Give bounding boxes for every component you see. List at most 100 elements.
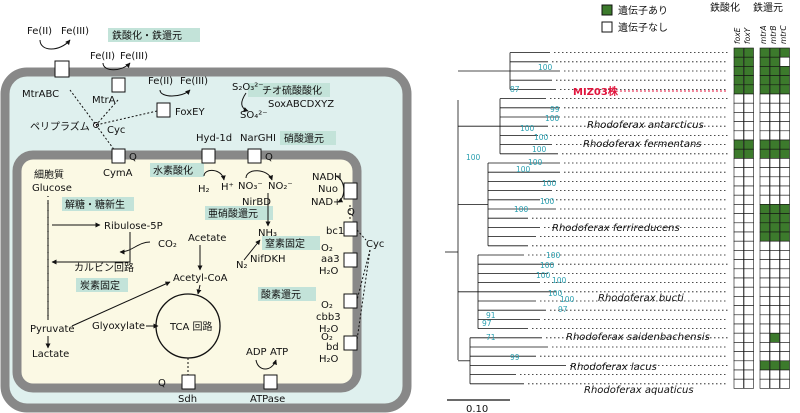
heat-cell <box>733 222 744 233</box>
heat-cell <box>759 130 770 141</box>
fe2-b: Fe(II) <box>90 51 115 62</box>
heat-cell <box>759 167 770 178</box>
heat-cell <box>743 323 754 334</box>
atpase-box <box>263 374 278 390</box>
gene-header-mtrB: mtrB <box>769 26 778 44</box>
heat-cell <box>759 47 770 58</box>
bootstrap-value: 100 <box>536 271 551 280</box>
heat-cell <box>743 47 754 58</box>
heat-cell <box>769 213 780 224</box>
heat-cell <box>779 158 790 168</box>
heat-cell <box>779 56 790 67</box>
heat-cell <box>733 130 744 141</box>
heat-cell <box>779 231 790 242</box>
heat-cell <box>779 369 790 380</box>
h2: H₂ <box>198 184 210 195</box>
heat-cell <box>759 112 770 122</box>
taxon-bucti: Rhodoferax bucti <box>598 293 684 304</box>
cyc-outer-label: Cyc <box>107 125 125 136</box>
nuo-box <box>343 182 358 200</box>
heat-cell <box>759 148 770 159</box>
heat-cell <box>759 369 770 380</box>
o2b: O₂ <box>321 300 333 311</box>
fe3-a: Fe(III) <box>61 26 89 37</box>
scale-label: 0.10 <box>466 404 488 413</box>
h2ob: H₂O <box>319 324 339 335</box>
heat-cell <box>769 204 780 214</box>
heat-cell <box>769 56 780 67</box>
label-hydrogen-ox: 水素酸化 <box>153 164 193 177</box>
taxon-ferrireducens: Rhodoferax ferrireducens <box>552 223 680 234</box>
heat-cell <box>759 84 770 95</box>
bootstrap-value: 100 <box>538 63 553 72</box>
heat-cell <box>759 314 770 325</box>
heat-cell <box>769 286 780 297</box>
label-iron-ox: 鉄酸化・鉄還元 <box>112 29 182 42</box>
heat-cell <box>769 305 780 316</box>
heat-cell <box>769 351 780 362</box>
heat-cell <box>769 342 780 352</box>
legend-absent: 遺伝子なし <box>618 21 668 34</box>
co2: CO₂ <box>158 239 177 250</box>
heat-cell <box>733 305 744 316</box>
heat-cell <box>759 323 770 334</box>
heat-cell <box>769 240 780 251</box>
bd-box <box>343 335 358 351</box>
cbb3-box <box>343 293 358 309</box>
heat-cell <box>779 167 790 178</box>
heat-cell <box>769 378 780 389</box>
sdh-box <box>181 374 196 390</box>
acetylcoa: Acetyl-CoA <box>173 273 228 284</box>
heat-cell <box>779 296 790 306</box>
bootstrap-value: 100 <box>560 295 575 304</box>
heat-cell <box>769 84 780 95</box>
heat-cell <box>743 240 754 251</box>
heat-cell <box>743 268 754 279</box>
cbb3: cbb3 <box>316 312 341 323</box>
h2oc: H₂O <box>319 354 339 365</box>
label-nitrite-red: 亜硝酸還元 <box>208 207 258 220</box>
heat-cell <box>759 222 770 233</box>
heat-cell <box>779 314 790 325</box>
adp: ADP <box>246 347 267 358</box>
heat-cell <box>759 277 770 288</box>
heat-cell <box>733 296 744 306</box>
heat-cell <box>733 102 744 113</box>
heat-cell <box>779 66 790 76</box>
heat-cell <box>759 75 770 86</box>
narghi-box <box>247 148 262 164</box>
heat-cell <box>779 378 790 389</box>
heat-cell <box>769 75 780 86</box>
heat-cell <box>769 231 780 242</box>
heat-cell <box>743 66 754 76</box>
heat-cell <box>779 148 790 159</box>
heat-cell <box>759 342 770 352</box>
narghi-label: NarGHI <box>240 133 276 144</box>
heat-cell <box>733 213 744 224</box>
heat-cell <box>759 56 770 67</box>
heat-cell <box>743 194 754 205</box>
heat-cell <box>743 121 754 132</box>
presence-heatmap <box>733 47 790 389</box>
mtrabc-label: MtrABC <box>22 89 59 100</box>
heat-cell <box>779 286 790 297</box>
bootstrap-value: 100 <box>540 261 555 270</box>
heat-cell <box>733 47 744 58</box>
heat-cell <box>733 204 744 214</box>
heat-cell <box>759 231 770 242</box>
heat-cell <box>769 250 780 260</box>
heat-cell <box>743 378 754 389</box>
nifdkh: NifDKH <box>250 254 286 265</box>
label-cytoplasm: 細胞質 <box>34 168 64 181</box>
heat-cell <box>733 342 744 352</box>
heat-cell <box>733 351 744 362</box>
taxon-antarcticus: Rhodoferax antarcticus <box>587 120 704 131</box>
heat-cell <box>759 194 770 205</box>
heat-cell <box>733 231 744 242</box>
bootstrap-value: 100 <box>528 158 543 167</box>
heat-cell <box>733 93 744 104</box>
heat-cell <box>733 369 744 380</box>
heat-cell <box>769 222 780 233</box>
heat-cell <box>743 360 754 371</box>
heat-cell <box>733 185 744 196</box>
